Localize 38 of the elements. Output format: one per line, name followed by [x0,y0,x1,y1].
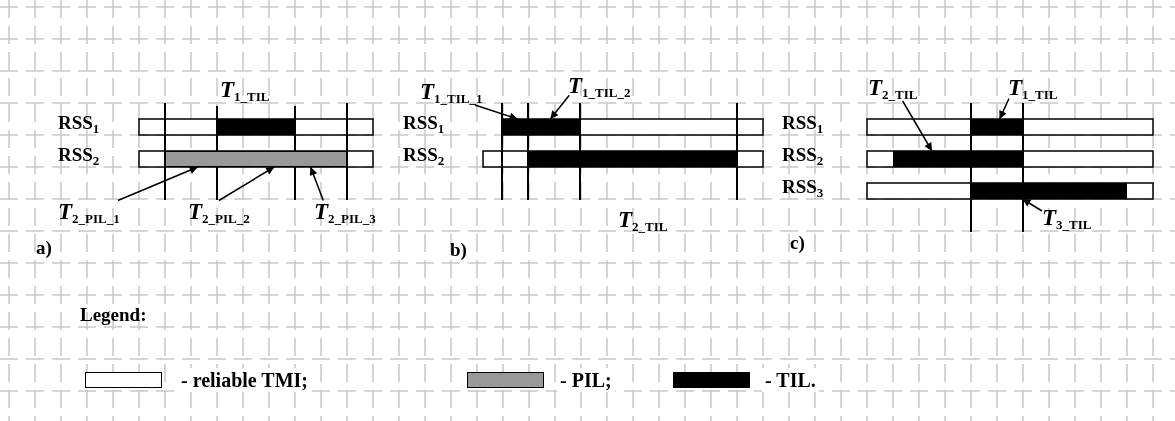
leader-arrow [998,97,1010,120]
row-label: RSS$_{2}$ [58,145,100,167]
row-label: RSS$_{1}$ [403,113,445,135]
til-segment [502,119,580,135]
legend-text: - TIL. [762,368,819,392]
row-label: RSS$_{1}$ [782,113,824,135]
time-label: T$_{2_PIL_2}$ [188,200,250,225]
legend-text: - PIL; [557,368,615,392]
row-label: RSS$_{2}$ [403,145,445,167]
til-segment [893,151,1023,167]
row-label: RSS$_{3}$ [782,177,824,199]
leader-arrow [309,166,324,202]
leader-arrow [901,100,933,152]
til-segment [217,119,295,135]
time-label: T$_{1_TIL_2}$ [568,74,631,99]
legend-title: Legend: [80,305,147,324]
leader-arrow [474,104,519,121]
time-label: T$_{2_TIL}$ [868,76,918,101]
time-label: T$_{2_PIL_3}$ [314,200,376,225]
time-label: T$_{2_PIL_1}$ [58,200,120,225]
panel-label: b) [450,240,467,259]
leader-arrow [1021,198,1043,212]
time-label: T$_{1_TIL}$ [220,78,270,103]
til-segment [528,151,737,167]
time-label: T$_{1_TIL}$ [1008,76,1058,101]
time-label: T$_{2_TIL}$ [618,208,668,233]
time-label: T$_{1_TIL_1}$ [420,80,483,105]
leader-arrow [117,166,199,202]
pil-segment [165,151,347,167]
row-label: RSS$_{1}$ [58,113,100,135]
til-segment [971,183,1127,199]
panel-label: c) [790,233,805,252]
time-label: T$_{3_TIL}$ [1042,206,1092,231]
til-segment [971,119,1023,135]
leader-arrow [218,166,275,202]
panel-label: a) [36,238,52,257]
leader-arrow [549,94,570,120]
row-label: RSS$_{2}$ [782,145,824,167]
